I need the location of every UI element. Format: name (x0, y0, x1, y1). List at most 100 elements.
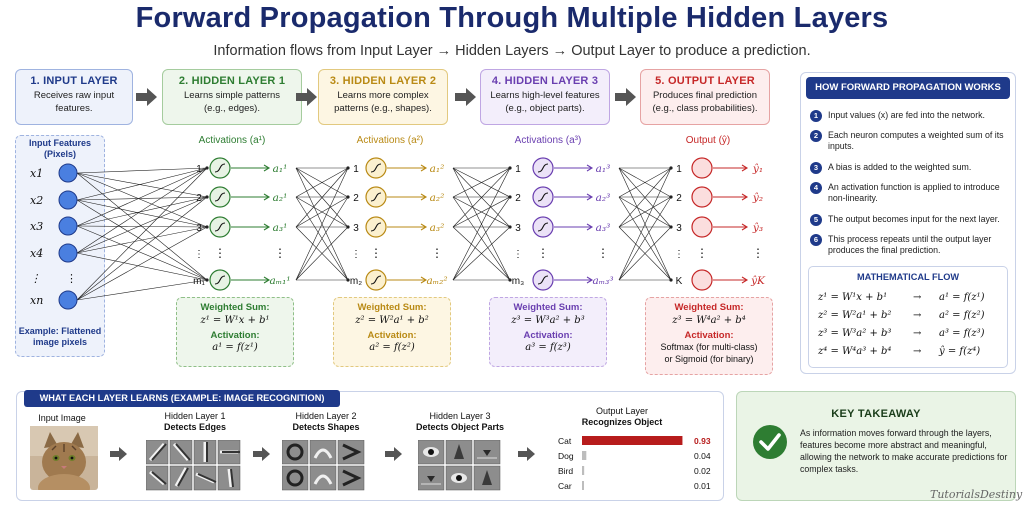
step-2-text: Each neuron computes a weighted sum of i… (828, 130, 1004, 151)
panel-4-sigmoid: or Sigmoid (for binary) (664, 354, 754, 364)
feature-tile (309, 440, 337, 465)
neuron-node (691, 216, 713, 238)
sigmoid-icon (370, 275, 382, 285)
connection-line (76, 172, 208, 198)
step-1-text: Input values (x) are fed into the networ… (828, 110, 985, 120)
panel-1-weighted-label: Weighted Sum: (200, 302, 270, 313)
panel-2-activation-label: Activation: (367, 330, 417, 341)
key-takeaway-title: KEY TAKEAWAY (831, 408, 921, 420)
learn-arrow-2 (253, 447, 270, 461)
edge-stroke (172, 443, 190, 461)
prob-value-label: 0.93 (694, 436, 711, 446)
node-index: 2 (676, 193, 682, 204)
node-index: m₃ (512, 276, 524, 287)
connection-line (76, 226, 208, 254)
sigmoid-icon (214, 222, 226, 232)
input-node (58, 190, 78, 210)
connection-dot (346, 166, 350, 170)
neuron-node (691, 157, 713, 179)
prob-value-label: 0.04 (694, 451, 711, 461)
sigmoid-icon (370, 192, 382, 202)
connection-line (76, 252, 208, 281)
neuron-arrowhead (420, 223, 428, 231)
connection-line (76, 196, 208, 254)
shape-features (282, 440, 365, 491)
hidden-layer-2-desc-1: Learns more complex (337, 90, 429, 101)
connection-line (618, 167, 672, 281)
step-6-text: This process repeats until the output la… (828, 234, 992, 255)
node-index: 1 (353, 164, 359, 175)
eq-3-rhs: a³ = f(z³) (939, 328, 985, 339)
edge-shadow (175, 443, 191, 461)
neuron-node (691, 269, 713, 291)
connection-line (452, 196, 511, 228)
connection-dot (669, 195, 673, 199)
eq-1-rhs: a¹ = f(z¹) (939, 292, 985, 303)
connection-line (295, 167, 349, 228)
connection-dot (346, 195, 350, 199)
panel-2-weighted-eq: z² = W²a¹ + b² (355, 315, 429, 326)
key-takeaway-text: As information moves forward through the… (800, 428, 1008, 474)
eq-1-arrow: → (913, 292, 922, 303)
shape-circle (286, 469, 304, 487)
node-index: 1 (196, 164, 202, 175)
prob-value-label: 0.02 (694, 466, 711, 476)
cat-image (30, 426, 98, 490)
connection-line (452, 167, 511, 228)
connection-line (452, 196, 511, 281)
step-3-number: 3 (810, 162, 822, 174)
output-learns-line-2: Recognizes Object (581, 417, 663, 427)
sigmoid-icon (370, 163, 382, 173)
header-arrow-2 (296, 88, 317, 106)
neuron-arrowhead (263, 193, 271, 201)
prob-category-label: Cat (558, 436, 572, 446)
connection-line (618, 167, 672, 198)
node-ellipsis: ⋮ (214, 246, 226, 260)
edge-shadow (177, 467, 189, 487)
brand-logo: TutorialsDestiny (930, 488, 1023, 501)
panel-1-activation-label: Activation: (210, 330, 260, 341)
part-nose (427, 476, 435, 482)
connection-line (76, 196, 208, 227)
neuron-output-label: a₁¹ (273, 163, 288, 175)
how-it-works-panel (800, 72, 1016, 374)
connection-line (76, 196, 208, 201)
neuron-arrowhead (263, 164, 271, 172)
input-label: x3 (30, 220, 43, 233)
eq-2-lhs: z² = W²a¹ + b² (818, 310, 892, 321)
panel-hidden-2: Weighted Sum: z² = W²a¹ + b² Activation:… (333, 297, 451, 367)
eq-row-3: z³ = W³a² + b³→a³ = f(z³) (818, 328, 1008, 339)
feature-tile (309, 465, 337, 491)
node-index: ⋮ (513, 249, 523, 260)
eq-row-2: z² = W²a¹ + b²→a² = f(z²) (818, 310, 1008, 321)
hidden-layer-3-title: 4. HIDDEN LAYER 3 (491, 75, 599, 87)
node-ellipsis: ⋮ (696, 246, 708, 260)
output-learns-line-1: Output Layer (595, 406, 649, 416)
output-layer-desc-2: (e.g., class probabilities). (652, 103, 758, 114)
hidden-layer-2-desc-2: patterns (e.g., shapes). (334, 103, 432, 114)
neuron-arrowhead (741, 164, 749, 172)
eq-2-rhs: a² = f(z²) (939, 310, 985, 321)
connection-line (452, 167, 511, 198)
input-label: x1 (30, 167, 43, 180)
eq-row-4: z⁴ = W⁴a³ + b⁴→ŷ = f(z⁴) (818, 346, 1008, 357)
connection-line (76, 225, 208, 281)
panel-4-activation-label: Activation: (684, 330, 734, 341)
input-ellipsis: ⋮ (66, 272, 77, 285)
input-node (58, 290, 78, 310)
part-features (418, 440, 501, 491)
connection-dot (205, 195, 209, 199)
sigmoid-icon (537, 163, 549, 173)
panel-3-weighted-eq: z³ = W³a² + b³ (511, 315, 585, 326)
panel-hidden-3: Weighted Sum: z³ = W³a² + b³ Activation:… (489, 297, 607, 367)
connection-line (76, 225, 208, 228)
connection-dot (508, 166, 512, 170)
eq-3-arrow: → (913, 328, 922, 339)
neuron-output-label: a₃¹ (273, 222, 288, 234)
page-title: Forward Propagation Through Multiple Hid… (135, 2, 889, 34)
